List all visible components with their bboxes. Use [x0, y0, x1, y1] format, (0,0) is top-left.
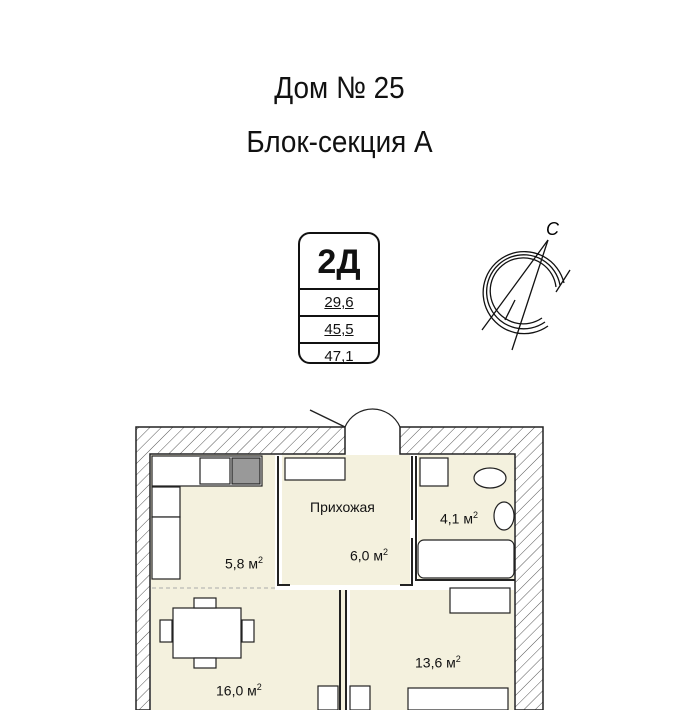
apartment-type: 2Д [300, 234, 378, 290]
living-area-label: 16,0 м2 [216, 682, 262, 699]
washing-machine-icon [419, 457, 449, 487]
north-compass-icon [481, 239, 571, 351]
interior-walls [152, 408, 515, 710]
area-value: 6,0 м [350, 547, 383, 564]
bed-icon [407, 687, 509, 710]
unit-sup: 2 [256, 682, 262, 692]
bathroom-area: 4,1 м2 [440, 510, 478, 527]
furniture [151, 455, 515, 710]
area-value: 5,8 м [225, 555, 258, 572]
unit-sup: 2 [455, 654, 461, 664]
stove-icon [151, 486, 181, 518]
unit-sup: 2 [382, 547, 388, 557]
total-area: 45,5 [300, 317, 378, 344]
dining-table [172, 607, 242, 659]
bedroom-wardrobe [449, 587, 511, 614]
washbasin-icon [493, 501, 515, 531]
area-value: 16,0 м [216, 682, 257, 699]
unit-sup: 2 [257, 555, 263, 565]
bathtub-icon [417, 539, 515, 579]
apartment-badge: 2Д 29,6 45,5 47,1 [298, 232, 380, 364]
sink-icon [199, 457, 231, 485]
living-area: 29,6 [300, 290, 378, 317]
wardrobe [284, 457, 346, 481]
unit-sup: 2 [472, 510, 478, 520]
compass-label: С [546, 219, 560, 239]
hallway-title: Прихожая [310, 499, 375, 515]
section-title: Блок-секция А [246, 124, 433, 159]
total-area-with-balcony: 47,1 [324, 348, 354, 364]
area-value: 13,6 м [415, 654, 456, 671]
house-title: Дом № 25 [274, 70, 405, 105]
toilet-icon [473, 467, 507, 489]
hallway-area: 6,0 м2 [350, 547, 388, 564]
fridge-icon [151, 516, 181, 580]
floors [151, 455, 514, 710]
bedroom-area: 13,6 м2 [415, 654, 461, 671]
area-value: 4,1 м [440, 510, 473, 527]
kitchen-area: 5,8 м2 [225, 555, 263, 572]
